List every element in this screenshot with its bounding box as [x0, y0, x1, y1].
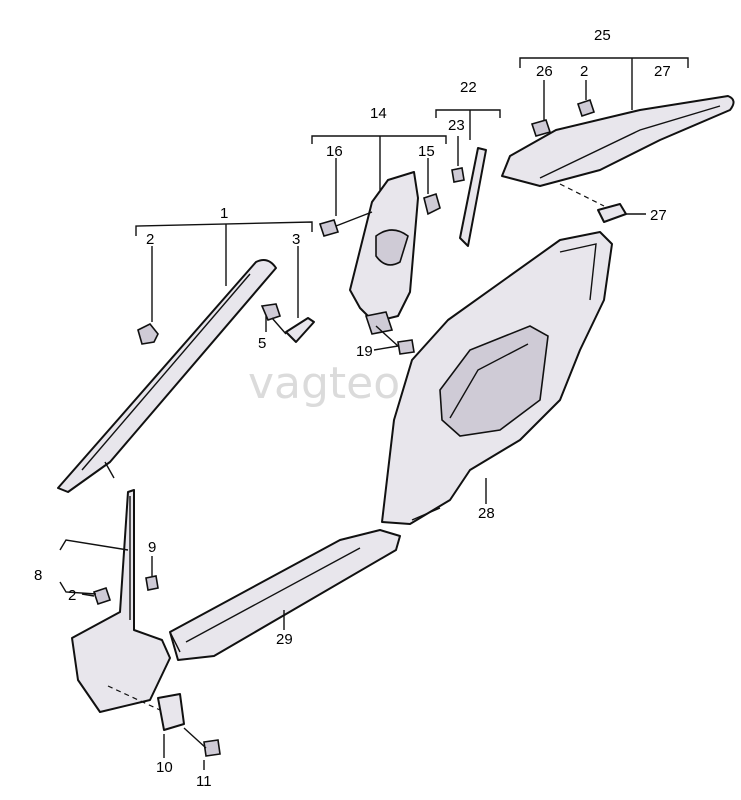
- front-lower-trim: [71, 489, 171, 713]
- nut-9: [145, 575, 159, 591]
- label-27-b: 27: [650, 207, 667, 224]
- label-9: 9: [148, 539, 156, 556]
- cap-3: [285, 317, 315, 343]
- screw-19: [375, 325, 415, 355]
- label-28: 28: [478, 505, 495, 522]
- label-22: 22: [460, 79, 477, 96]
- screw-11: [183, 727, 221, 757]
- label-3: 3: [292, 231, 300, 248]
- label-16: 16: [326, 143, 343, 160]
- bracket-10: [107, 685, 185, 731]
- sill-trim: [169, 529, 401, 661]
- leader-lines: [59, 57, 689, 770]
- clip-26: [530, 119, 552, 137]
- b-pillar-trim: [349, 171, 419, 335]
- a-pillar-trim: [57, 259, 277, 493]
- label-2-a: 2: [146, 231, 154, 248]
- roof-side-trim: [501, 95, 735, 207]
- clip-2-a-pillar: [137, 322, 159, 345]
- rear-side-panel: [381, 231, 613, 525]
- label-10: 10: [156, 759, 173, 776]
- label-14: 14: [370, 105, 387, 122]
- label-25: 25: [594, 27, 611, 44]
- label-5: 5: [258, 335, 266, 352]
- label-1: 1: [220, 205, 228, 222]
- label-15: 15: [418, 143, 435, 160]
- cap-27: [597, 203, 627, 223]
- screw-16: [318, 211, 373, 237]
- label-8: 8: [34, 567, 42, 584]
- label-29: 29: [276, 631, 293, 648]
- label-26: 26: [536, 63, 553, 80]
- clip-15: [423, 192, 441, 216]
- label-11: 11: [196, 773, 212, 790]
- clip-2-lower: [92, 586, 112, 606]
- clip-2-roof: [576, 98, 596, 118]
- label-23: 23: [448, 117, 465, 134]
- label-2-b: 2: [580, 63, 588, 80]
- label-2-c: 2: [68, 587, 76, 604]
- label-19: 19: [356, 343, 373, 360]
- part-labels: 1 2 3 5 14 16 15 19 22 23 25 26 2 27 27 …: [34, 27, 671, 790]
- label-27-a: 27: [654, 63, 671, 80]
- trim-strip-22: [451, 147, 487, 247]
